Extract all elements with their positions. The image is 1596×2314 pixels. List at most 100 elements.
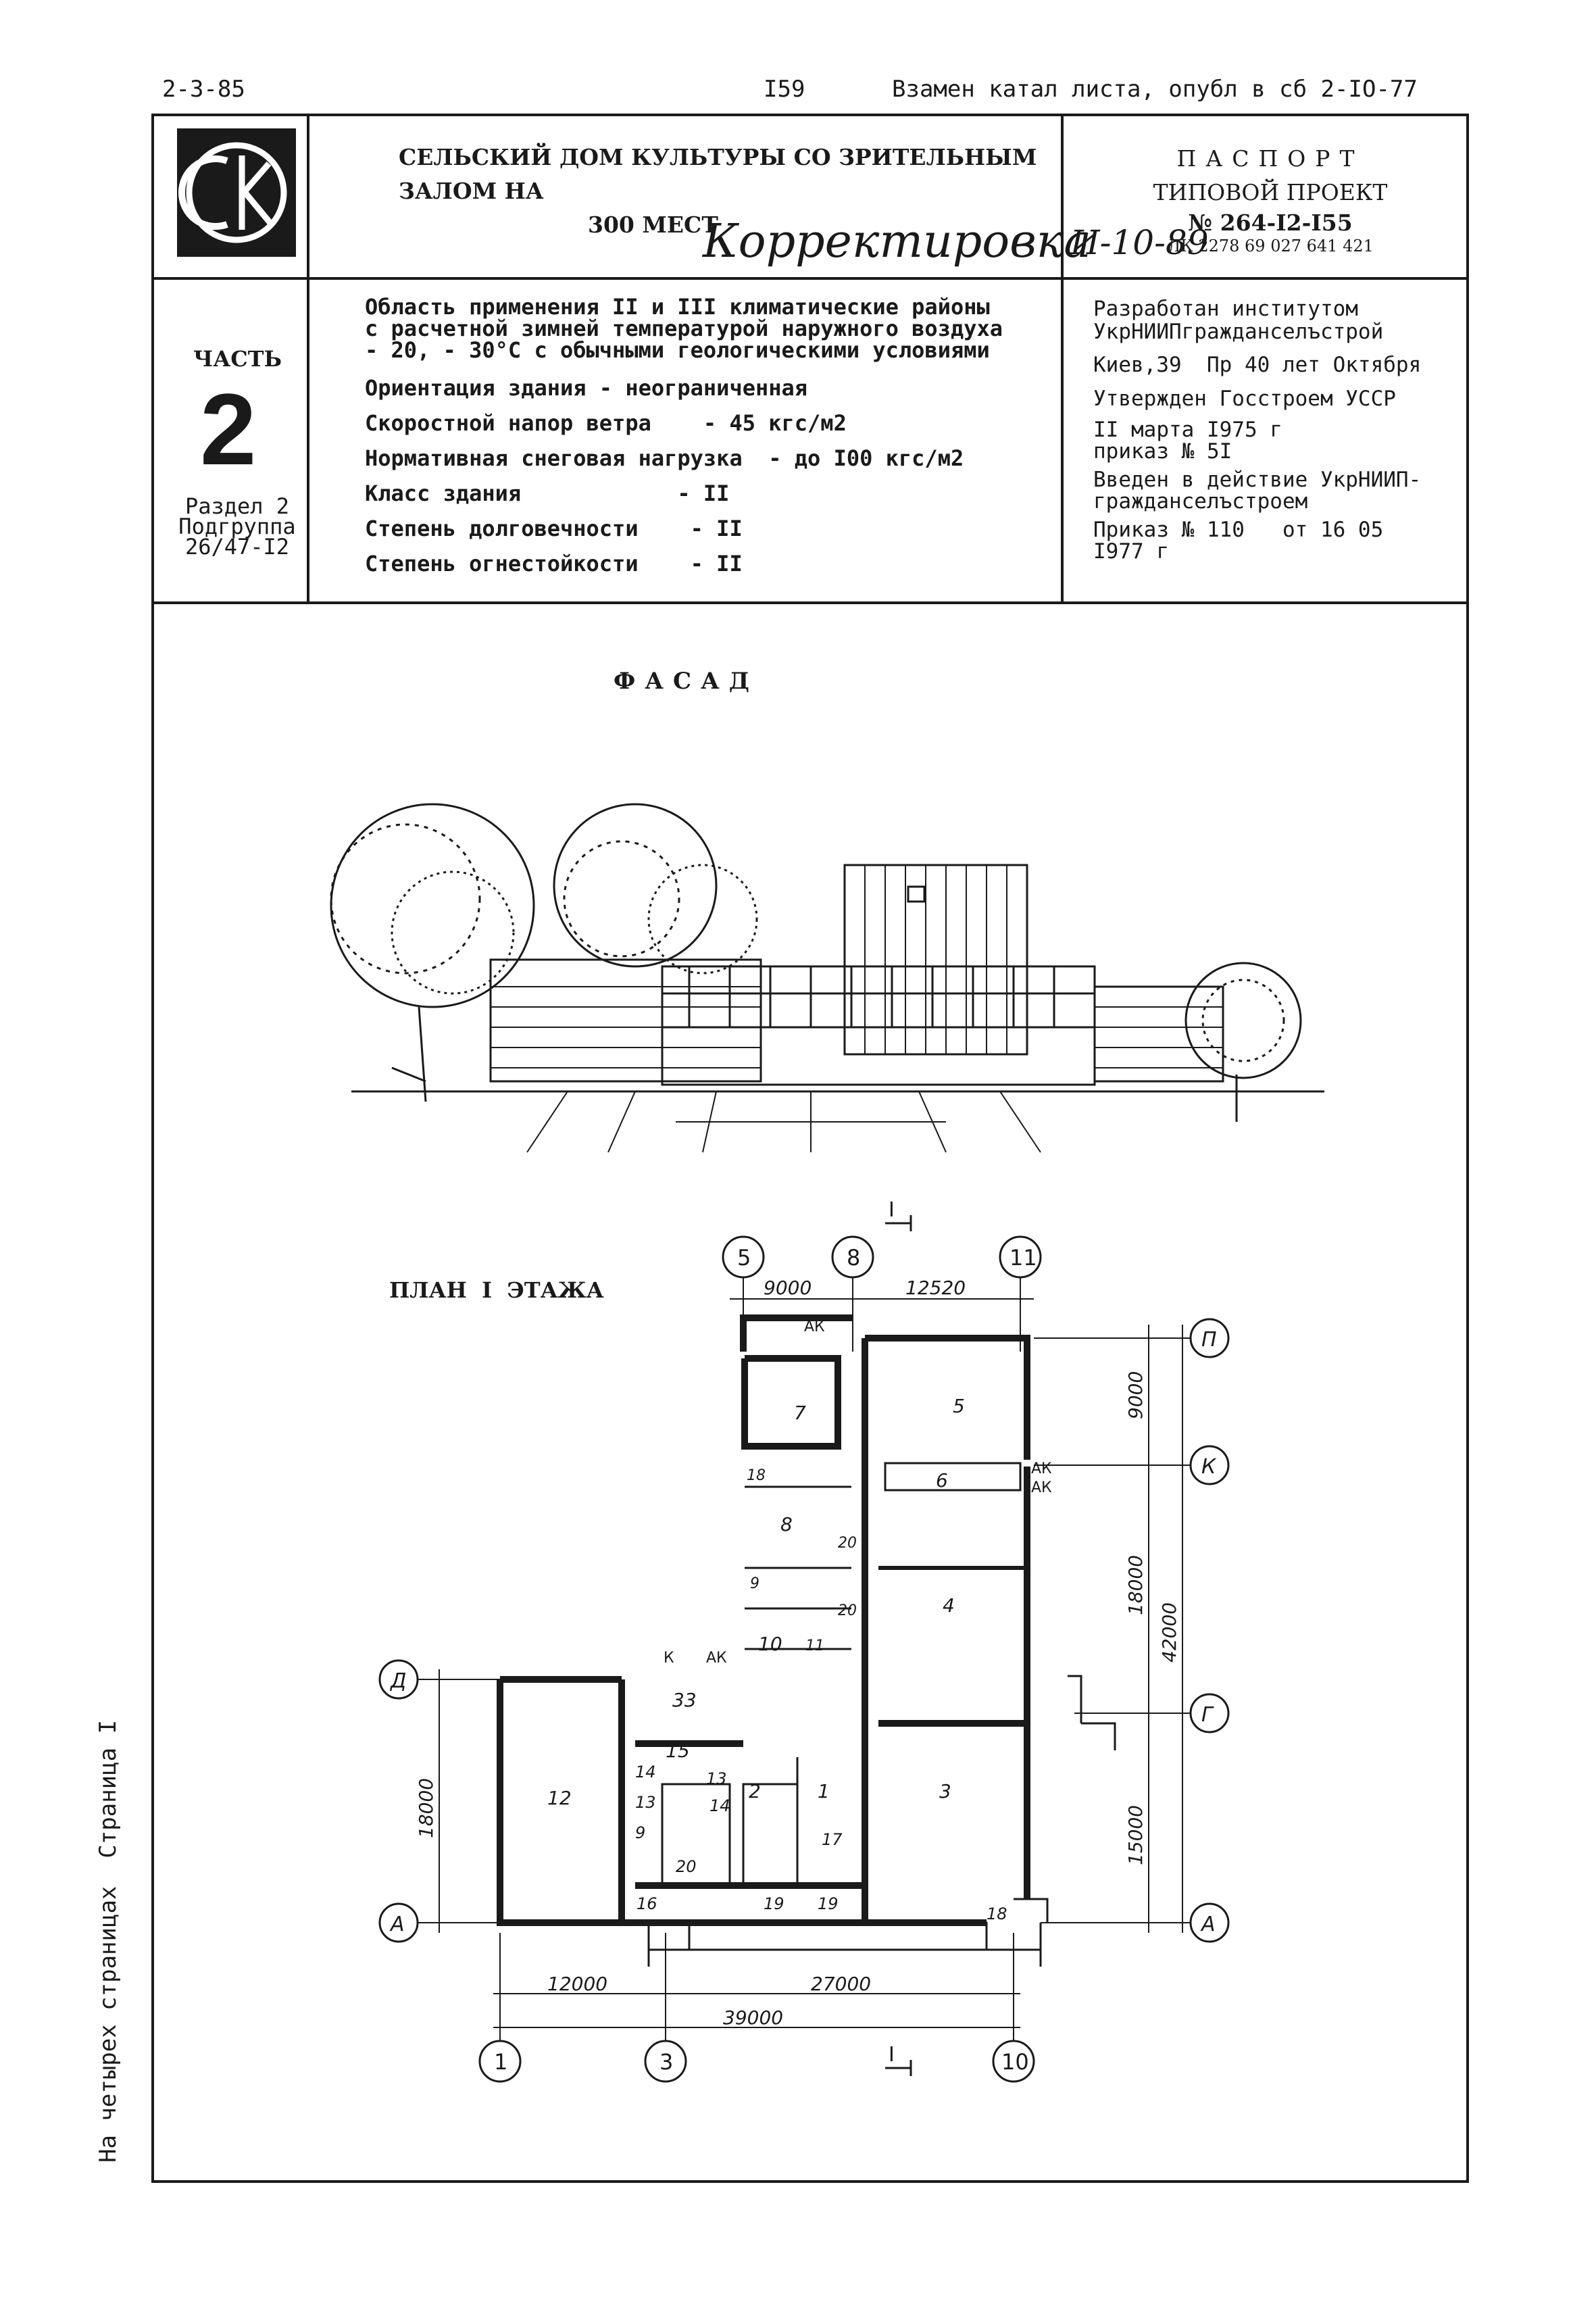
room-15: 15 [666, 1740, 690, 1762]
subgroup-value: 26/47-I2 [184, 534, 290, 560]
axis-bottom-1: 1 [478, 2040, 522, 2083]
room-20-a: 20 [838, 1535, 857, 1552]
building-walls [497, 1314, 1030, 1926]
room-2: 2 [749, 1780, 761, 1802]
header-divider [151, 277, 1469, 280]
room-8: 8 [780, 1513, 793, 1535]
code-number: ЛК 2278 69 027 641 421 [1167, 237, 1374, 255]
entrance-mark-3: АК [1031, 1479, 1052, 1496]
developer-line1: Разработан институтом [1093, 297, 1358, 321]
spec-applicability-1: Область применения II и III климатически… [365, 294, 990, 320]
spec-building-class: Класс здания - II [365, 481, 730, 506]
developer-line9: Приказ № 110 от 16 05 [1093, 518, 1384, 542]
room-9-a: 9 [750, 1575, 759, 1592]
entrance-mark-5: АК [706, 1650, 727, 1667]
room-20-b: 20 [838, 1602, 857, 1619]
svg-text:А: А [389, 1913, 405, 1936]
room-10: 10 [758, 1633, 782, 1655]
dim-bottom-39000: 39000 [723, 2007, 783, 2029]
room-4: 4 [943, 1594, 955, 1617]
room-12: 12 [547, 1787, 572, 1809]
room-14-b: 14 [709, 1796, 730, 1815]
svg-text:10: 10 [1001, 2049, 1029, 2075]
svg-text:8: 8 [847, 1245, 860, 1271]
axis-top-8: 8 [831, 1235, 874, 1279]
dim-right-9000: 9000 [1124, 1371, 1147, 1419]
room-5: 5 [953, 1395, 965, 1417]
axis-right-G: Г [1189, 1693, 1230, 1733]
part-number: 2 [200, 372, 257, 486]
page-number: I59 [764, 76, 805, 103]
developer-line6: приказ № 5I [1093, 439, 1232, 464]
sk-logo-icon [177, 128, 296, 257]
room-14-a: 14 [635, 1763, 656, 1781]
svg-text:Д: Д [389, 1669, 406, 1693]
tower-emblem [907, 885, 926, 903]
side-note: На четырех страницах Страница I [95, 1719, 122, 2163]
replacement-note: Взамен катал листа, опубл в сб 2-IO-77 [892, 76, 1418, 103]
logo [177, 128, 296, 257]
specifications: Область применения II и III климатически… [365, 296, 1054, 581]
room-7: 7 [794, 1402, 806, 1424]
stage-tower [843, 864, 1028, 1056]
axis-top-5: 5 [722, 1235, 765, 1279]
plan-title: ПЛАН I ЭТАЖА [389, 1277, 604, 1303]
svg-text:Г: Г [1201, 1703, 1214, 1727]
spec-applicability-3: - 20, - 30°С с обычными геологическими у… [365, 337, 990, 363]
project-title-line1: СЕЛЬСКИЙ ДОМ КУЛЬТУРЫ СО ЗРИТЕЛЬНЫМ ЗАЛО… [399, 144, 1037, 204]
developer-line10: I977 г [1093, 539, 1169, 564]
spec-wind: Скоростной напор ветра - 45 кгс/м2 [365, 410, 847, 436]
document-code: 2-3-85 [162, 76, 245, 103]
passport-block: ПАСПОРТ ТИПОВОЙ ПРОЕКТ № 264-I2-I55 ЛК 2… [1081, 142, 1460, 255]
entrance-mark-4: К [664, 1650, 674, 1667]
svg-text:1: 1 [494, 2049, 507, 2075]
dim-top-12520: 12520 [905, 1277, 966, 1299]
axis-left-D: Д [378, 1659, 419, 1700]
svg-text:К: К [1201, 1455, 1217, 1479]
room-19-b: 19 [818, 1894, 839, 1913]
axis-right-A: А [1189, 1902, 1230, 1943]
facade-title: ФАСАД [614, 668, 759, 695]
room-13-b: 13 [706, 1769, 727, 1788]
spec-orientation: Ориентация здания - неограниченная [365, 375, 808, 401]
axis-left-A: А [378, 1902, 419, 1943]
room-20-c: 20 [676, 1857, 697, 1876]
room-3: 3 [939, 1780, 951, 1802]
axis-bottom-10: 10 [992, 2040, 1035, 2083]
spec-applicability-2: с расчетной зимней температурой наружног… [365, 316, 1003, 341]
entrance-mark-1: АК [804, 1319, 825, 1335]
dim-right-42000: 42000 [1158, 1602, 1180, 1663]
passport-label: ПАСПОРТ [1176, 145, 1364, 172]
project-type: ТИПОВОЙ ПРОЕКТ [1153, 179, 1388, 205]
subgroup-label: Подгруппа [178, 514, 296, 539]
svg-text:А: А [1200, 1913, 1216, 1936]
room-13-a: 13 [635, 1793, 656, 1812]
room-18-top: 18 [747, 1467, 766, 1484]
developer-line8: гражданселъстроем [1093, 489, 1308, 514]
left-tree-cluster [330, 803, 758, 1102]
facade-drawing [330, 803, 1324, 1153]
spec-fire: Степень огнестойкости - II [365, 551, 743, 576]
developer-line7: Введен в действие УкрНИИП- [1093, 468, 1422, 492]
dim-top-9000: 9000 [764, 1277, 812, 1299]
room-9-b: 9 [635, 1823, 645, 1842]
handwritten-correction-date: И-10-89 [1070, 223, 1209, 262]
main-facade [661, 965, 1096, 1086]
entrance-mark-2: АК [1031, 1460, 1052, 1477]
handwritten-correction: Корректировка [703, 215, 1091, 268]
axis-bottom-3: 3 [644, 2040, 687, 2083]
sheet-frame [151, 114, 1469, 2183]
spec-snow: Нормативная снеговая нагрузка - до I00 к… [365, 445, 964, 471]
part-label: ЧАСТЬ [193, 346, 282, 372]
room-1: 1 [818, 1780, 830, 1802]
svg-text:11: 11 [1009, 1245, 1037, 1271]
project-title: СЕЛЬСКИЙ ДОМ КУЛЬТУРЫ СО ЗРИТЕЛЬНЫМ ЗАЛО… [399, 141, 1047, 242]
project-title-line2: 300 МЕСТ [588, 212, 718, 238]
specs-divider [151, 601, 1469, 604]
section-mark-bottom: I [889, 2043, 895, 2067]
right-tree [1184, 962, 1302, 1122]
passport-column-divider [1061, 114, 1064, 604]
right-wing [1093, 985, 1224, 1083]
room-19-a: 19 [764, 1894, 784, 1913]
dim-bottom-27000: 27000 [811, 1973, 871, 1995]
